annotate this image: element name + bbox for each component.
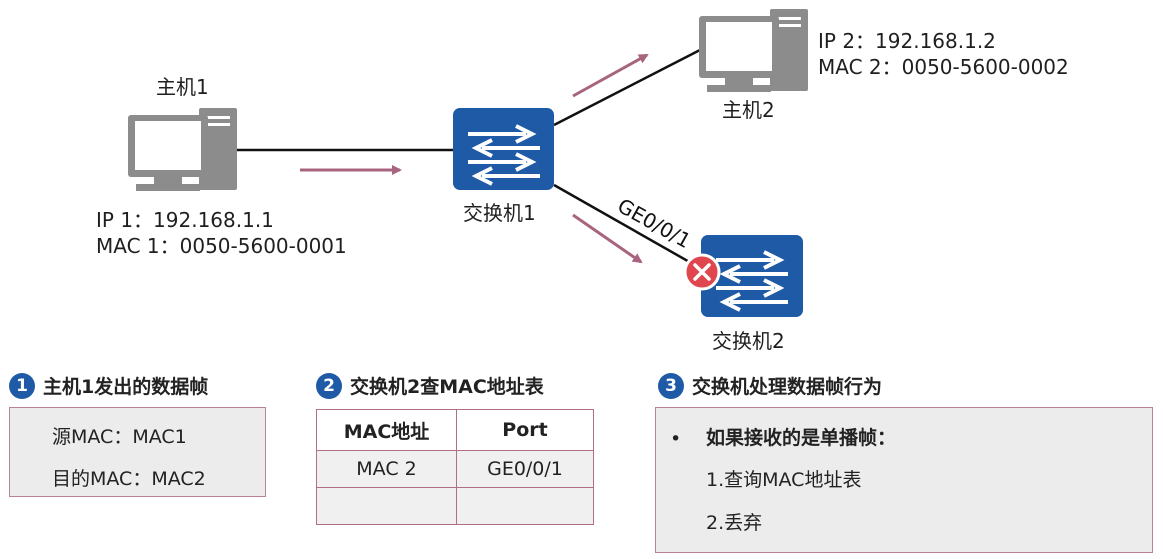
step-number-badge: 3 [658,372,684,399]
section3-title: 交换机处理数据帧行为 [692,376,883,398]
table-cell [316,487,457,525]
switch-icon-switch1 [453,108,554,190]
section1-heading: 1 主机1发出的数据帧 [9,372,208,399]
switch1-name: 交换机1 [463,201,536,225]
frame-dst-mac: 目的MAC：MAC2 [52,468,206,490]
link-port-label: GE0/0/1 [614,193,695,253]
section2-title: 交换机2查MAC地址表 [350,376,544,398]
pc-icon-host2 [699,9,808,92]
frame-src-mac: 源MAC：MAC1 [52,426,187,448]
host1-mac: MAC 1：0050-5600-0001 [96,234,347,258]
host2-name: 主机2 [722,98,775,122]
bullet-condition: 如果接收的是单播帧： [706,427,897,449]
pc-icon-host1 [128,108,237,191]
behavior-step: 1.查询MAC地址表 [706,469,862,491]
table-header-cell: Port [456,409,594,451]
mac-address-table: MAC地址 Port MAC 2 GE0/0/1 [316,409,594,525]
host2-mac: MAC 2：0050-5600-0002 [818,55,1069,79]
arrow-switch1-to-host2 [572,53,649,98]
link-switch1-switch2 [553,183,701,270]
section3-heading: 3 交换机处理数据帧行为 [658,372,882,399]
table-row: MAC 2 GE0/0/1 [316,450,594,488]
arrow-switch1-to-switch2 [572,213,643,264]
behavior-step: 2.丢弃 [706,512,763,534]
section2-heading: 2 交换机2查MAC地址表 [316,372,544,399]
step-number-badge: 1 [9,372,35,399]
link-switch1-host2 [553,48,701,127]
table-cell: MAC 2 [316,450,457,488]
behavior-box: • 如果接收的是单播帧： 1.查询MAC地址表 2.丢弃 [655,407,1153,553]
host1-ip: IP 1：192.168.1.1 [96,208,274,232]
table-cell [456,487,594,525]
frame-info-box: 源MAC：MAC1 目的MAC：MAC2 [9,407,266,497]
error-x-icon [683,253,721,291]
bullet-dot-icon: • [670,428,682,450]
section1-title: 主机1发出的数据帧 [43,376,209,398]
host2-ip: IP 2：192.168.1.2 [818,29,996,53]
switch-icon-switch2 [701,235,803,317]
host1-name: 主机1 [156,75,209,99]
switch2-name: 交换机2 [712,329,785,353]
table-cell: GE0/0/1 [456,450,594,488]
table-header-cell: MAC地址 [316,409,457,451]
step-number-badge: 2 [316,372,342,399]
table-row [316,487,594,525]
table-header-row: MAC地址 Port [316,409,594,451]
